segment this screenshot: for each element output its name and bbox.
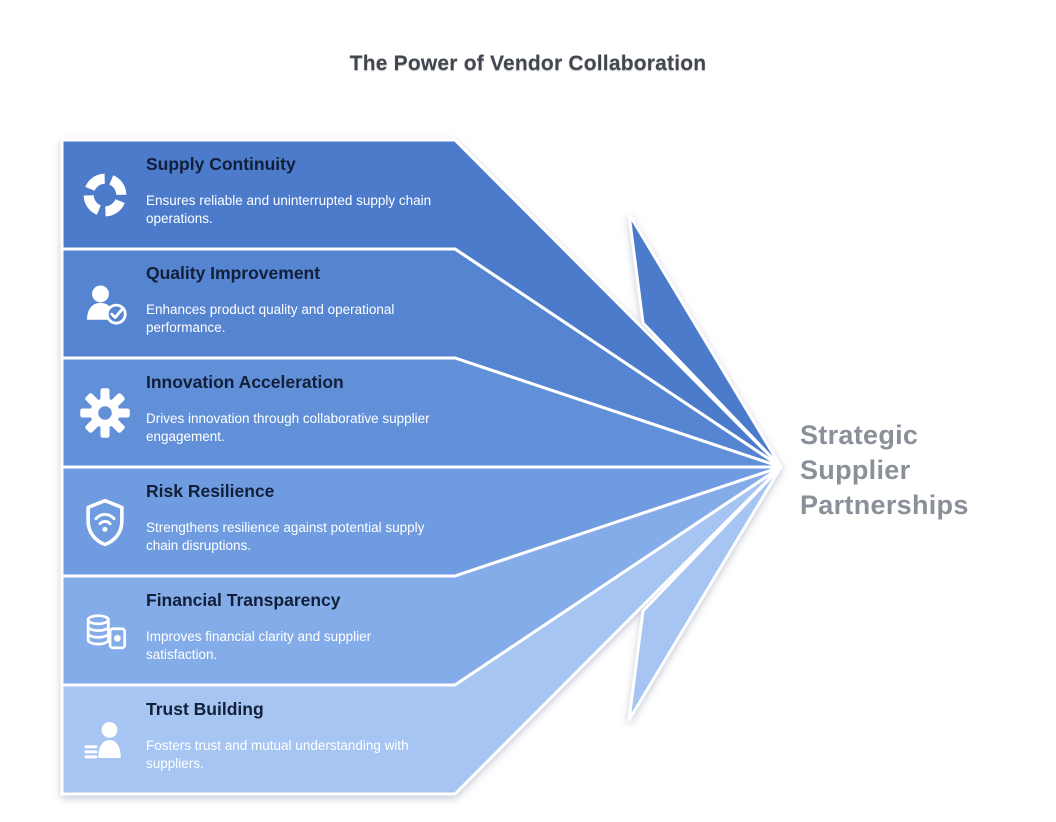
- arrowhead-top-wing: [627, 212, 783, 469]
- band-innovation-acceleration: Innovation Acceleration Drives innovatio…: [0, 358, 480, 467]
- result-line: Supplier: [800, 455, 911, 486]
- band-description: Drives innovation through collaborative …: [146, 411, 430, 444]
- result-line: Partnerships: [800, 490, 969, 521]
- band-trust-building: Trust Building Fosters trust and mutual …: [0, 685, 480, 794]
- band-description: Strengthens resilience against potential…: [146, 520, 425, 553]
- band-supply-continuity: Supply Continuity Ensures reliable and u…: [0, 140, 480, 249]
- band-heading: Supply Continuity: [146, 154, 296, 174]
- band-description: Improves financial clarity and supplier …: [146, 629, 372, 662]
- ribbon-trust-building: [60, 465, 783, 796]
- diagram-title: The Power of Vendor Collaboration: [349, 52, 707, 75]
- band-risk-resilience: Risk Resilience Strengthens resilience a…: [0, 467, 480, 576]
- band-heading: Quality Improvement: [146, 263, 321, 283]
- user-check-icon: [78, 277, 132, 331]
- band-heading: Financial Transparency: [146, 590, 341, 610]
- trust-icon: [78, 713, 132, 767]
- band-description: Enhances product quality and operational…: [146, 302, 395, 335]
- band-heading: Risk Resilience: [146, 481, 275, 501]
- band-heading: Trust Building: [146, 699, 264, 719]
- shield-wifi-icon: [78, 495, 132, 549]
- band-heading: Innovation Acceleration: [146, 372, 344, 392]
- arrowhead-bottom-wing: [627, 465, 783, 722]
- band-description: Ensures reliable and uninterrupted suppl…: [146, 193, 432, 226]
- gear-icon: [78, 386, 132, 440]
- result-line: Strategic: [800, 420, 919, 450]
- result-label: Strategic Supplier Partnerships: [800, 418, 969, 523]
- coins-card-icon: [78, 604, 132, 658]
- band-quality-improvement: Quality Improvement Enhances product qua…: [0, 249, 480, 358]
- band-financial-transparency: Financial Transparency Improves financia…: [0, 576, 480, 685]
- band-description: Fosters trust and mutual understanding w…: [146, 738, 409, 771]
- lifebuoy-icon: [78, 168, 132, 222]
